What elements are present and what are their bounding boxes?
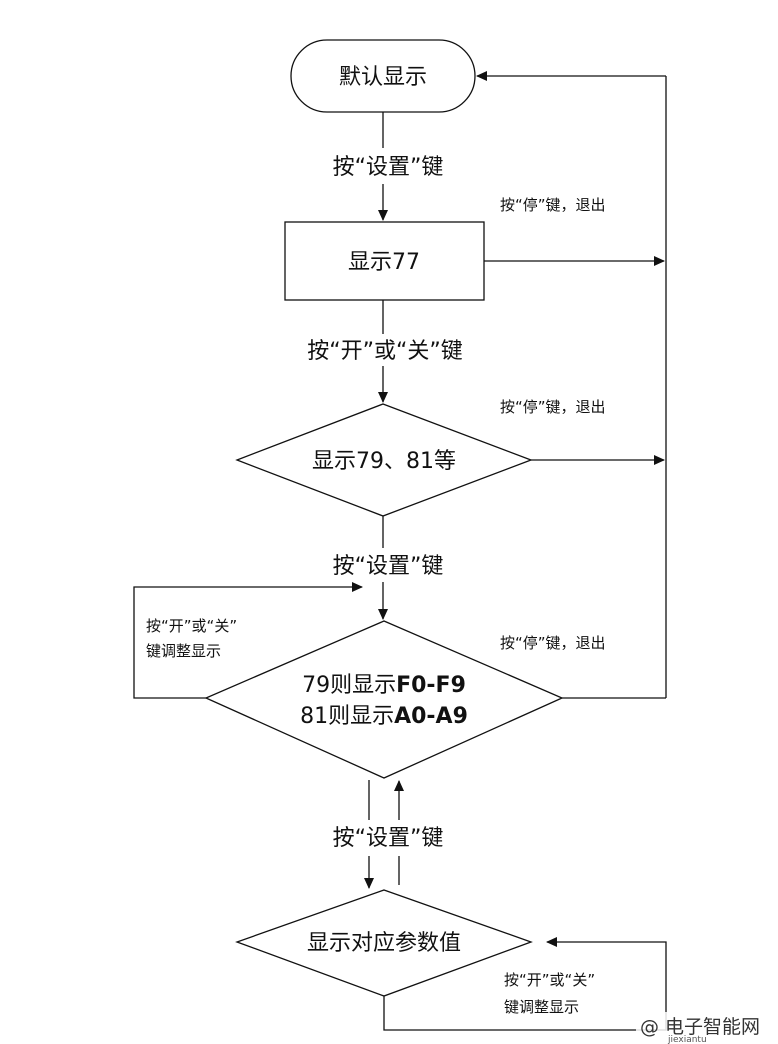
show77-node [284,221,485,301]
fmode-line1-code: F0-F9 [396,673,466,698]
watermark-backdrop [636,1012,776,1042]
fmode-label-line1: 79则显示F0-F9 [302,673,466,698]
label-stop-exit-2: 按“停”键，退出 [500,398,606,416]
params-decision-label: 显示对应参数值 [307,931,461,956]
label-stop-exit-1: 按“停”键，退出 [500,196,606,214]
fmode-line2-prefix: 81则显示 [300,704,394,729]
label-press-set-3: 按“设置”键 [333,826,444,851]
watermark-text: @ 电子智能网 [640,1016,760,1038]
fmode-decision [204,620,564,779]
label-press-on-off: 按“开”或“关”键 [307,339,463,364]
label-press-set-1: 按“设置”键 [333,155,444,180]
watermark-subtext: jiexiantu [667,1035,707,1044]
start-node-label: 默认显示 [339,65,427,90]
label-loop-adjust-2-line2: 键调整显示 [504,998,579,1016]
label-loop-adjust-1-line1: 按“开”或“关” [146,617,237,635]
label-press-set-2: 按“设置”键 [333,554,444,579]
show77-node-label: 显示77 [348,250,420,275]
label-loop-adjust-2-line1: 按“开”或“关” [504,971,595,989]
fmode-line1-prefix: 79则显示 [302,673,396,698]
show79-decision-label: 显示79、81等 [312,449,456,474]
fmode-label-line2: 81则显示A0-A9 [300,704,468,729]
label-stop-exit-3: 按“停”键，退出 [500,634,606,652]
label-loop-adjust-1-line2: 键调整显示 [146,642,221,660]
edge-fmode-self-loop [133,582,363,699]
fmode-line2-code: A0-A9 [394,704,468,729]
